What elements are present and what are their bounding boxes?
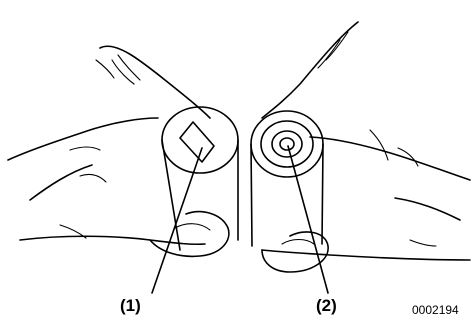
left-hand bbox=[8, 46, 238, 256]
callout-label-2: (2) bbox=[316, 296, 337, 315]
callout-label-1: (1) bbox=[120, 296, 141, 315]
figure-code: 0002194 bbox=[412, 303, 459, 317]
right-hand bbox=[251, 22, 470, 272]
leader-line-1 bbox=[152, 148, 202, 293]
